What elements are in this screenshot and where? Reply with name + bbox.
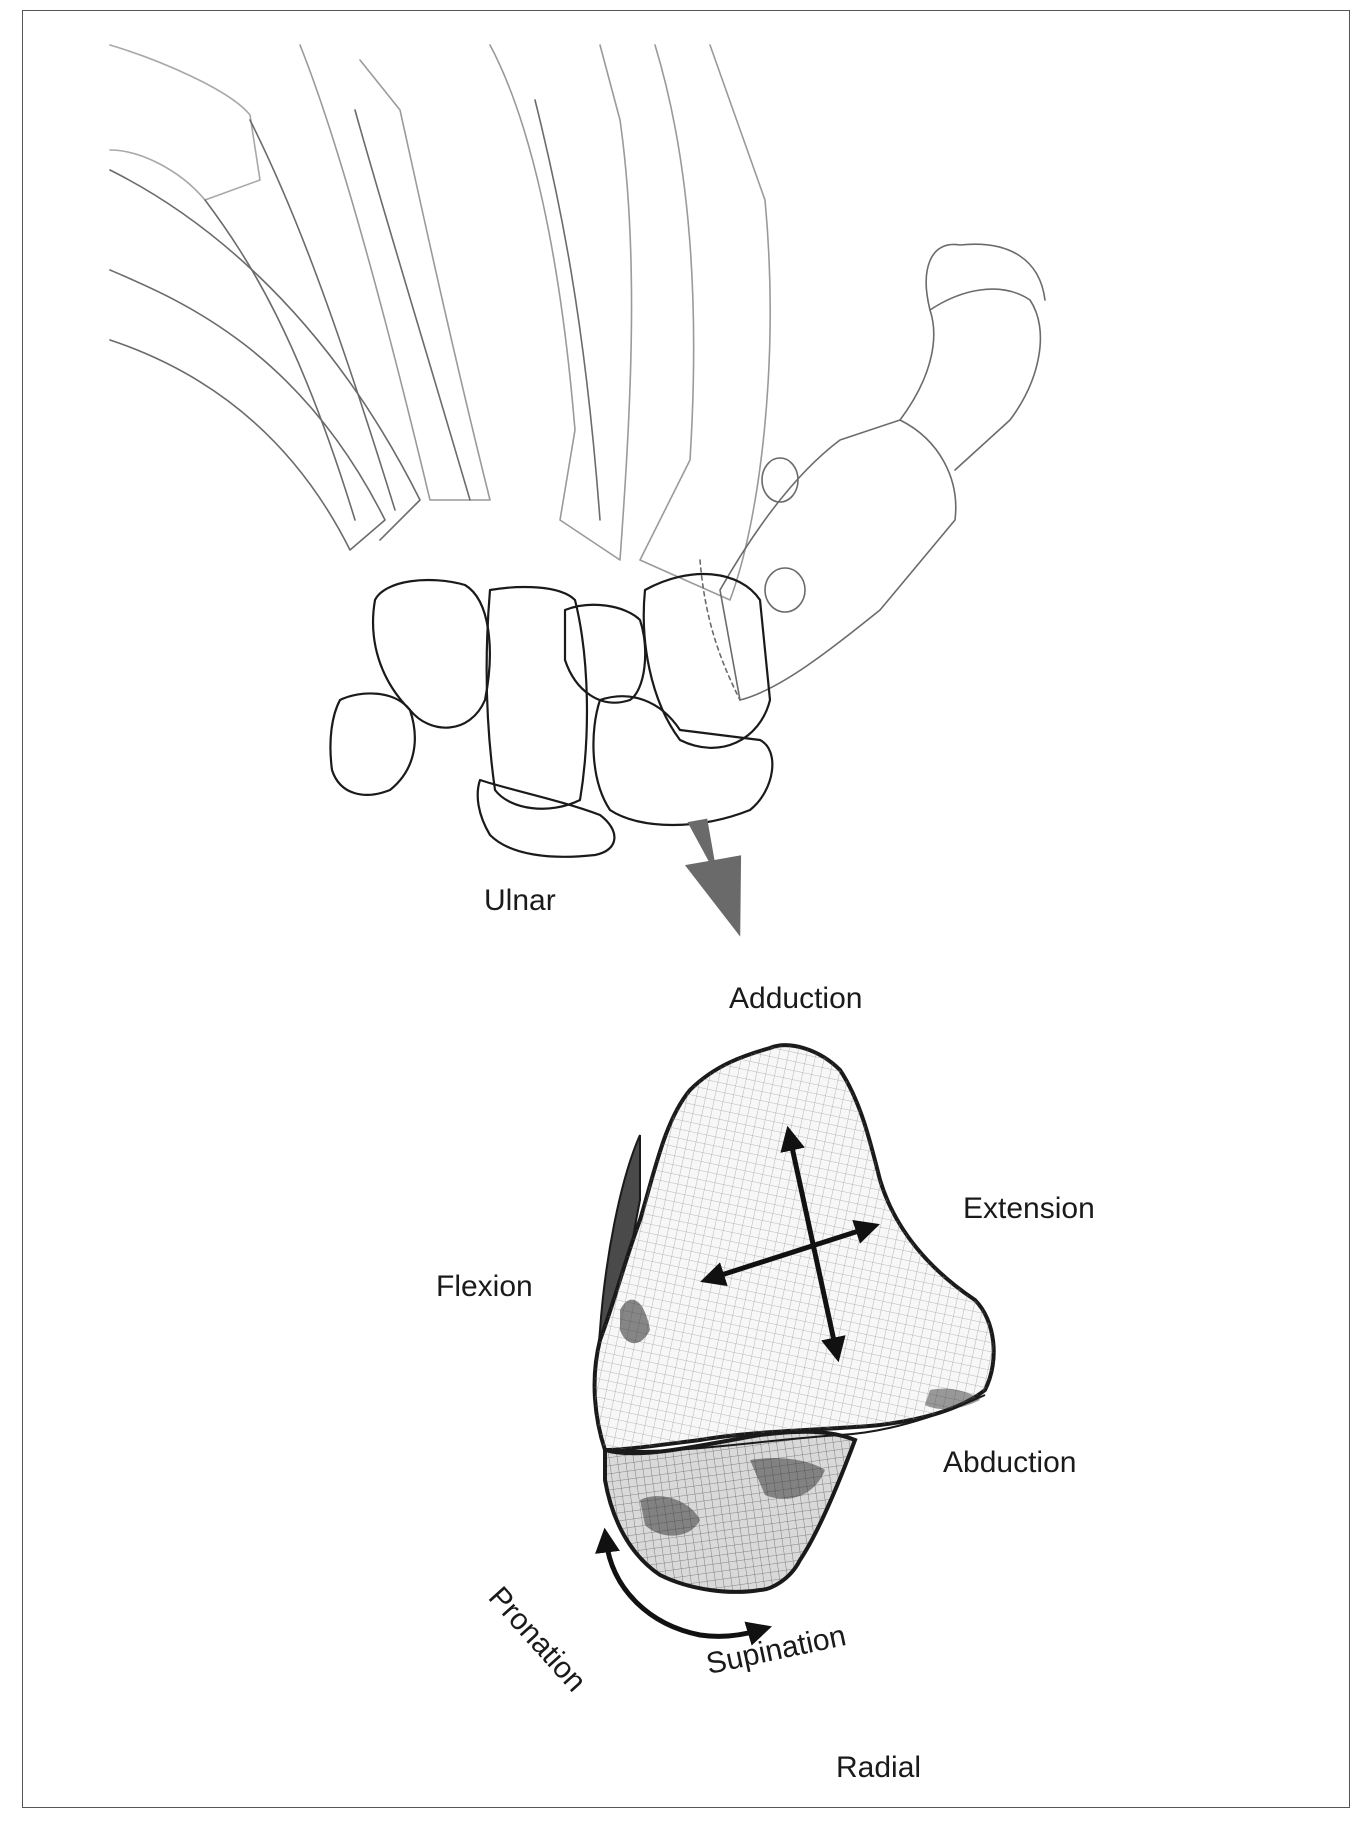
label-abduction: Abduction [943,1448,1076,1478]
hand-skeleton-illustration [110,45,1045,857]
trapezium-bone-model [595,1045,994,1592]
label-ulnar: Ulnar [484,886,556,916]
label-flexion: Flexion [436,1272,533,1302]
view-direction-arrow [678,814,755,944]
label-adduction: Adduction [729,984,862,1014]
label-extension: Extension [963,1194,1095,1224]
label-radial: Radial [836,1753,921,1783]
